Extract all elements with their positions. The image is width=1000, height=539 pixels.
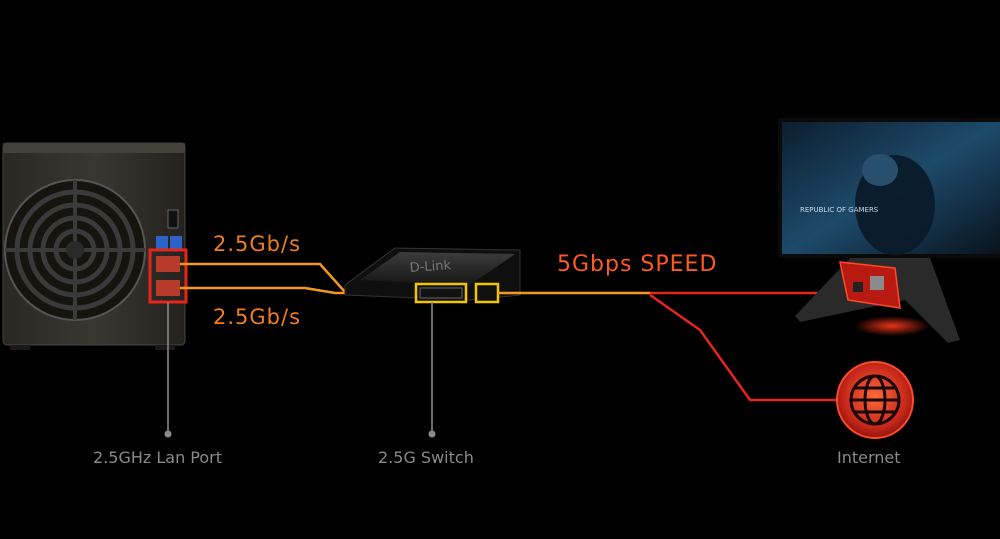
nas-hdmi-port xyxy=(167,209,179,229)
nas-lan-port-caption: 2.5GHz Lan Port xyxy=(93,448,223,467)
nas-lan-port xyxy=(156,256,180,272)
switch-brand: D-Link xyxy=(409,258,452,276)
switch-ports-highlight xyxy=(414,282,468,304)
nas-lan-port xyxy=(156,280,180,296)
switch-uplink-highlight xyxy=(474,282,500,304)
uplink-cables xyxy=(498,291,845,402)
internet-caption: Internet xyxy=(837,448,901,467)
gaming-monitor: REPUBLIC OF GAMERS xyxy=(778,118,1000,343)
nas-usb-port xyxy=(170,236,182,250)
monitor-brand-text: REPUBLIC OF GAMERS xyxy=(800,206,879,214)
upper-link-speed: 2.5Gb/s xyxy=(213,232,302,256)
switch-caption: 2.5G Switch xyxy=(378,448,474,467)
nas-fan-icon xyxy=(4,179,146,321)
switch-device: D-Link xyxy=(344,247,521,304)
nas-device xyxy=(2,142,188,350)
aggregate-speed-headline: 5Gbps SPEED xyxy=(557,252,718,277)
nas-usb-port xyxy=(156,236,168,250)
lower-link-speed: 2.5Gb/s xyxy=(213,305,302,329)
internet-globe-icon xyxy=(836,361,914,439)
monitor-base-glow xyxy=(854,316,930,336)
network-card xyxy=(839,261,901,309)
caption-pointers xyxy=(164,302,436,438)
